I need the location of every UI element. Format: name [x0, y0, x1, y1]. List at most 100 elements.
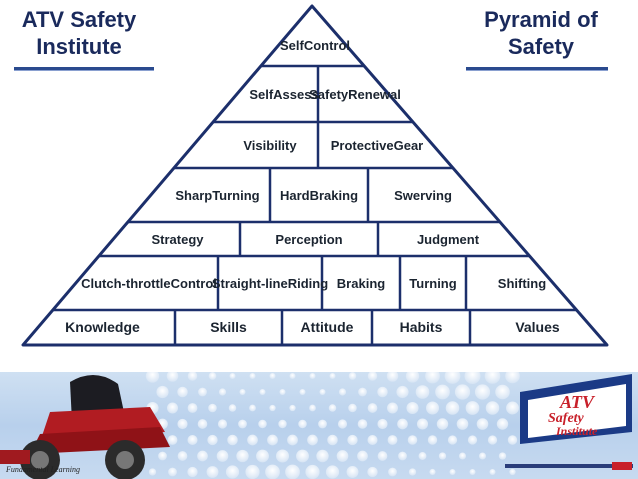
footer-dot	[405, 372, 420, 383]
footer-dot	[397, 418, 408, 430]
footer-dot	[469, 469, 476, 475]
pyramid-cell-shifting: Shifting	[497, 275, 547, 291]
footer-dot	[177, 451, 188, 461]
institute-title: ATV Safety Institute	[14, 6, 144, 60]
footer-dot	[265, 464, 280, 479]
footer-dot	[166, 372, 179, 382]
footer-dot	[167, 402, 178, 414]
pyramid-cell-strategy: Strategy	[151, 231, 204, 247]
footer-dot	[187, 434, 198, 446]
footer-dot	[156, 385, 169, 399]
footer-dot	[206, 466, 219, 478]
footer-dot	[396, 385, 409, 399]
footer-dot	[249, 373, 256, 379]
footer-dot	[298, 419, 307, 429]
footer-dot	[357, 419, 368, 429]
footer-dot	[357, 450, 368, 462]
footer-dot	[318, 419, 327, 429]
footer-dot	[256, 449, 269, 463]
footer-dot	[227, 434, 238, 446]
footer-dot	[489, 469, 496, 475]
footer-dot	[225, 465, 240, 479]
footer-dot	[269, 404, 276, 412]
pyramid-cell-skills: Skills	[210, 319, 247, 335]
footer-dot	[239, 389, 246, 395]
footer-dot	[216, 450, 229, 462]
footer-dot	[289, 404, 296, 412]
pyramid-cell-visibility: Visibility	[243, 137, 297, 153]
footer-dot	[484, 372, 501, 384]
footer-dot	[416, 418, 429, 430]
pyramid-cell-attitude: Attitude	[300, 319, 354, 335]
institute-title-line1: ATV Safety	[21, 7, 137, 32]
footer-dot	[377, 451, 388, 461]
footer-dot	[208, 372, 217, 380]
atv-safety-institute-logo: ATV Safety Institute	[505, 374, 633, 470]
pyramid-cell-knowledge: Knowledge	[65, 319, 140, 335]
footer-dot	[386, 372, 399, 382]
footer-dot	[348, 372, 357, 380]
footer-dot	[496, 418, 509, 430]
footer-dot	[296, 449, 309, 463]
footer-dot	[454, 384, 471, 400]
footer-dot	[476, 418, 489, 430]
footer-dot	[245, 464, 260, 479]
footer-dot	[427, 435, 438, 445]
footer-dot	[187, 372, 198, 381]
footer-dot	[269, 373, 276, 379]
footer-dot	[158, 451, 167, 461]
pyramid-title-line2: Safety	[507, 34, 575, 59]
footer-dot	[426, 401, 439, 415]
footer-dot	[474, 384, 491, 400]
footer-dot	[316, 449, 329, 463]
footer-dot	[187, 403, 198, 413]
footer-dot	[197, 450, 208, 462]
footer-dot	[406, 401, 419, 415]
footer-dot	[367, 372, 378, 381]
footer-dot	[336, 450, 349, 462]
footer-dot	[327, 434, 338, 446]
footer-dot	[435, 384, 450, 400]
footer-dot	[447, 435, 458, 445]
footer-dot	[319, 389, 326, 395]
footer-band: ATV Safety Institute	[0, 372, 638, 479]
footer-dot	[259, 389, 266, 395]
footer-dot	[367, 403, 378, 413]
footer-dot	[187, 466, 198, 478]
pyramid-title: Pyramid of Safety	[466, 6, 616, 60]
footer-dot	[309, 373, 316, 379]
footer-dot	[207, 434, 218, 446]
footer-dot	[228, 404, 237, 412]
footer-dot	[478, 452, 487, 460]
institute-title-line2: Institute	[36, 34, 122, 59]
footer-dot	[198, 387, 207, 397]
footer-dot	[495, 384, 510, 400]
footer-dot	[258, 419, 267, 429]
footer-dot	[509, 468, 516, 476]
pyramid-cell-judgment: Judgment	[416, 231, 480, 247]
pyramid-outline	[21, 4, 609, 347]
footer-dot	[347, 434, 358, 446]
footer-dot	[418, 452, 427, 460]
title-underline-right	[466, 67, 608, 71]
footer-dot	[467, 435, 478, 445]
footer-dot	[377, 418, 388, 430]
footer-dot	[305, 464, 320, 479]
pyramid-cell-values: Values	[515, 319, 560, 335]
footer-dot	[249, 404, 256, 412]
footer-dot	[289, 373, 296, 379]
footer-dot	[285, 464, 300, 479]
footer-dot	[329, 373, 336, 379]
footer-dot	[299, 389, 306, 395]
pyramid-cell-turning: Turning	[409, 275, 457, 291]
footer-dot	[458, 452, 467, 460]
footer-dot	[197, 419, 208, 429]
footer-dot	[445, 401, 460, 415]
pyramid-cell-braking: Braking	[336, 275, 386, 291]
footer-dot	[325, 465, 340, 479]
